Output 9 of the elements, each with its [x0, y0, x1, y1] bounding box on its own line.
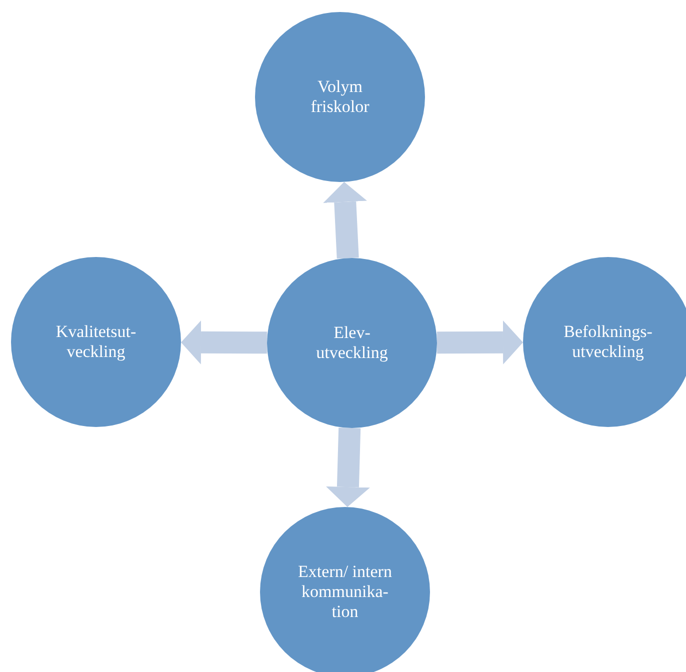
circle-label: Extern/ intern kommunika- tion — [297, 562, 393, 622]
circle-label: Befolknings- utveckling — [562, 322, 654, 362]
block-arrow — [436, 320, 523, 364]
circle-label: Volym friskolor — [310, 77, 370, 117]
circle-label: Elev- utveckling — [315, 323, 389, 363]
block-arrow — [181, 320, 268, 364]
block-arrow — [326, 428, 370, 508]
block-arrow — [323, 182, 368, 259]
circle-label: Kvalitetsut- veckling — [54, 322, 138, 362]
